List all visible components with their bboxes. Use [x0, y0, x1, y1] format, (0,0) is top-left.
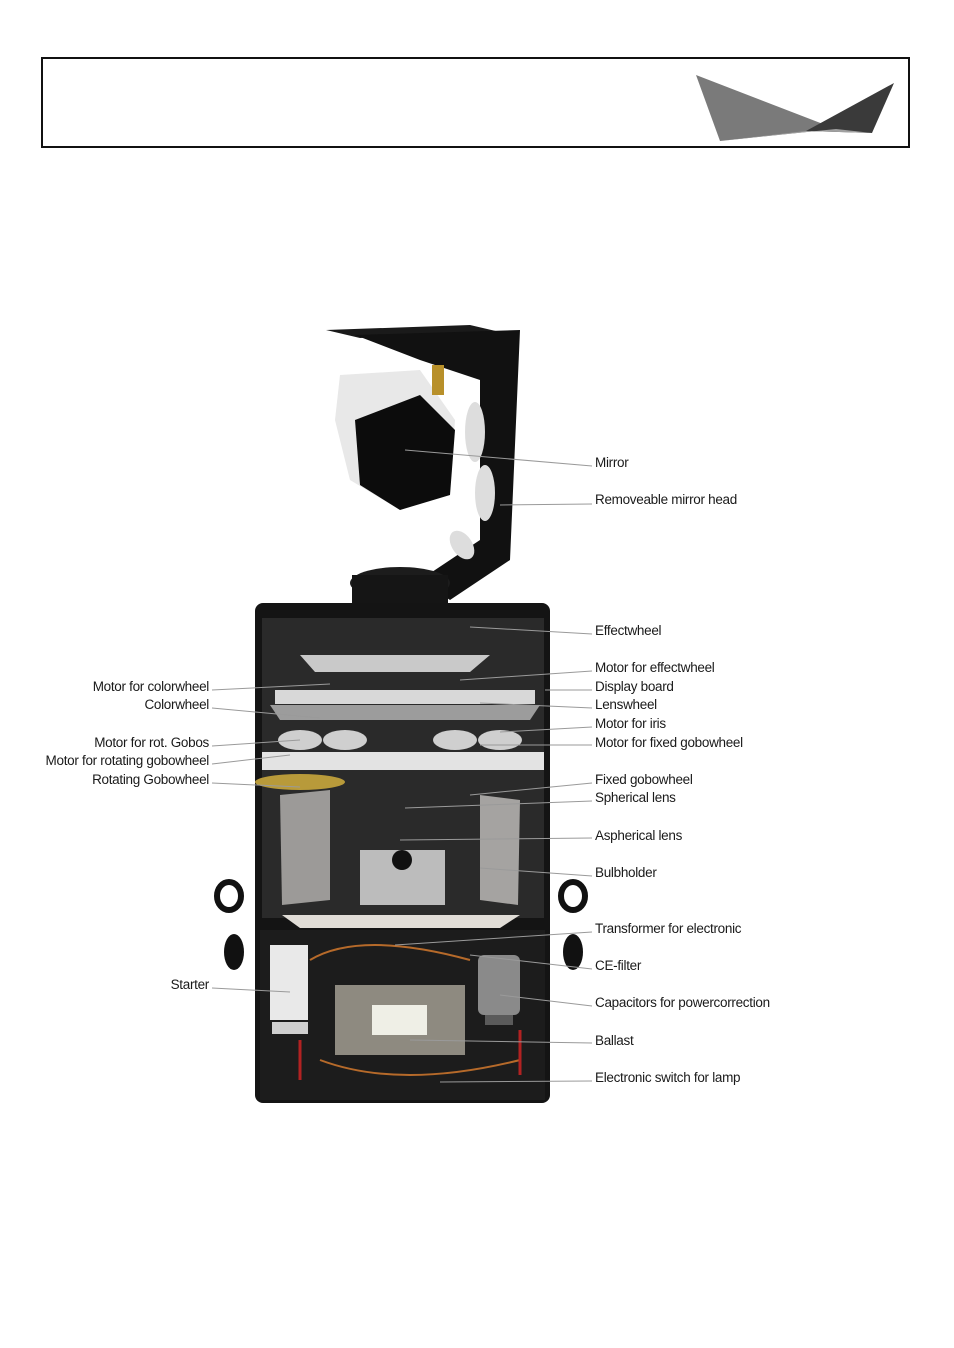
label-motor-rot-gobos: Motor for rot. Gobos	[94, 735, 209, 750]
label-capacitors: Capacitors for powercorrection	[595, 995, 770, 1010]
label-electronic-switch: Electronic switch for lamp	[595, 1070, 741, 1085]
label-motor-rotating-gobowheel: Motor for rotating gobowheel	[45, 753, 210, 768]
label-spherical-lens: Spherical lens	[595, 790, 676, 805]
label-display-board: Display board	[595, 679, 674, 694]
label-aspherical-lens: Aspherical lens	[595, 828, 683, 843]
label-fixed-gobowheel: Fixed gobowheel	[595, 772, 693, 787]
brand-logo	[696, 75, 894, 141]
mirror-head	[326, 325, 520, 603]
label-removeable-mirror-head: Removeable mirror head	[595, 492, 737, 507]
leader-lines	[211, 449, 593, 1083]
label-motor-effectwheel: Motor for effectwheel	[595, 660, 715, 675]
label-rotating-gobowheel: Rotating Gobowheel	[92, 772, 209, 787]
label-starter: Starter	[170, 977, 210, 992]
label-transformer-electronic: Transformer for electronic	[595, 921, 742, 936]
label-colorwheel: Colorwheel	[144, 697, 209, 712]
label-motor-fixed-gobowheel: Motor for fixed gobowheel	[595, 735, 743, 750]
label-bulbholder: Bulbholder	[595, 865, 657, 880]
device-body	[214, 603, 588, 1103]
label-effectwheel: Effectwheel	[595, 623, 662, 638]
label-lenswheel: Lenswheel	[595, 697, 657, 712]
header-box	[41, 57, 910, 148]
label-motor-iris: Motor for iris	[595, 716, 666, 731]
label-ballast: Ballast	[595, 1033, 634, 1048]
label-ce-filter: CE-filter	[595, 958, 642, 973]
label-mirror: Mirror	[595, 455, 629, 470]
label-motor-colorwheel: Motor for colorwheel	[92, 679, 210, 694]
